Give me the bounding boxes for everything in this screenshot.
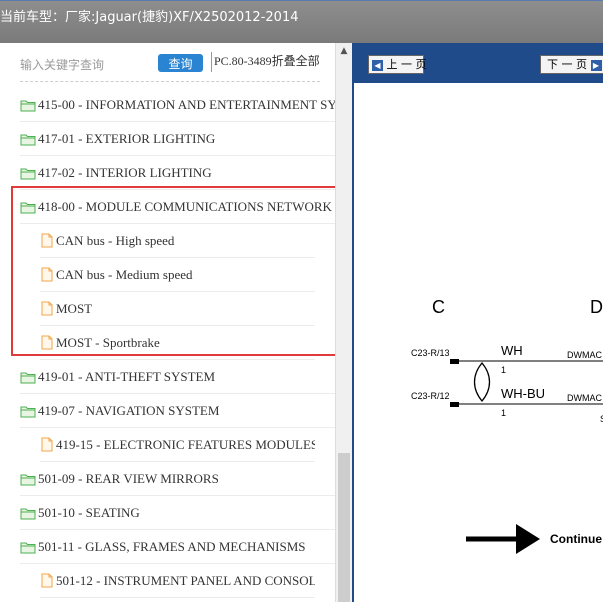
right-arrow-icon: ▶ xyxy=(590,60,602,71)
pc-code-collapse-all[interactable]: PC.80-3489折叠全部 xyxy=(211,52,320,72)
page-icon xyxy=(40,261,54,291)
next-page-label: 下 一 页 xyxy=(547,58,587,71)
page-icon xyxy=(40,295,54,325)
tree-item-label: 417-02 - INTERIOR LIGHTING xyxy=(38,165,212,180)
scroll-thumb[interactable] xyxy=(338,453,350,602)
folder-icon xyxy=(20,159,36,189)
tree-item-label: 501-11 - GLASS, FRAMES AND MECHANISMS xyxy=(38,539,306,554)
title-label: 当前车型： xyxy=(0,10,66,25)
tree-page-item[interactable]: 501-12 - INSTRUMENT PANEL AND CONSOLE xyxy=(40,564,315,598)
wire-2-pin: 1 xyxy=(501,408,506,418)
folder-icon xyxy=(20,499,36,529)
page-icon xyxy=(40,329,54,359)
tree-item-label: CAN bus - High speed xyxy=(56,233,175,248)
connector-2-terminal xyxy=(450,402,459,407)
search-bar: 查询 PC.80-3489折叠全部 xyxy=(0,43,335,83)
column-c-label: C xyxy=(432,297,445,317)
tree-folder-item[interactable]: 415-00 - INFORMATION AND ENTERTAINMENT S… xyxy=(20,88,335,122)
folder-icon xyxy=(20,533,36,563)
folder-icon xyxy=(20,397,36,427)
tree-page-item[interactable]: CAN bus - High speed xyxy=(40,224,315,258)
scroll-up-arrow-icon[interactable]: ▲ xyxy=(340,46,348,56)
twisted-pair-icon xyxy=(473,361,491,403)
tree-page-item[interactable]: 419-15 - ELECTRONIC FEATURES MODULES xyxy=(40,428,315,462)
tree-folder-item[interactable]: 418-00 - MODULE COMMUNICATIONS NETWORK xyxy=(20,190,335,224)
tree-folder-item[interactable]: 417-01 - EXTERIOR LIGHTING xyxy=(20,122,335,156)
viewer-navbar: ◀ 上 一 页 下 一 页 ▶ xyxy=(354,43,603,83)
connector-2-label: C23-R/12 xyxy=(411,391,450,401)
tree-item-label: 415-00 - INFORMATION AND ENTERTAINMENT S… xyxy=(38,97,335,112)
tree-scrollbar[interactable]: ▲ xyxy=(335,43,352,602)
tree-item-label: CAN bus - Medium speed xyxy=(56,267,193,282)
tree-page-item[interactable]: CAN bus - Medium speed xyxy=(40,258,315,292)
wiring-diagram: C D C23-R/13 C23-R/12 WH WH-BU 1 1 DWMAC… xyxy=(411,297,603,554)
search-button[interactable]: 查询 xyxy=(158,54,203,72)
tree-folder-item[interactable]: 419-07 - NAVIGATION SYSTEM xyxy=(20,394,335,428)
tree-item-label: MOST xyxy=(56,301,93,316)
connector-1-terminal xyxy=(450,359,459,364)
tree-item-label: 419-01 - ANTI-THEFT SYSTEM xyxy=(38,369,216,384)
s-label: S xyxy=(600,414,603,424)
search-divider xyxy=(20,81,320,82)
continue-arrow-icon xyxy=(516,524,540,554)
tree-folder-item[interactable]: 501-11 - GLASS, FRAMES AND MECHANISMS xyxy=(20,530,335,564)
continue-label: Continue xyxy=(550,532,602,546)
tree-page-item[interactable]: MOST - Sportbrake xyxy=(40,326,315,360)
page-icon xyxy=(40,227,54,257)
folder-icon xyxy=(20,91,36,121)
tree-item-label: 417-01 - EXTERIOR LIGHTING xyxy=(38,131,216,146)
wire-2-color: WH-BU xyxy=(501,386,545,401)
tree-item-label: 501-09 - REAR VIEW MIRRORS xyxy=(38,471,219,486)
net-2-label: DWMAC xyxy=(567,393,602,403)
tree-item-label: 418-00 - MODULE COMMUNICATIONS NETWORK xyxy=(38,199,332,214)
tree-folder-item[interactable]: 501-10 - SEATING xyxy=(20,496,335,530)
tree-item-label: 419-15 - ELECTRONIC FEATURES MODULES xyxy=(56,437,315,452)
page-icon xyxy=(40,567,54,597)
tree-folder-item[interactable]: 417-02 - INTERIOR LIGHTING xyxy=(20,156,335,190)
title-vehicle: 厂家:Jaguar(捷豹)XF/X2502012-2014 xyxy=(65,10,299,25)
tree-folder-item[interactable]: 501-09 - REAR VIEW MIRRORS xyxy=(20,462,335,496)
tree-item-label: 501-12 - INSTRUMENT PANEL AND CONSOLE xyxy=(56,573,315,588)
search-input[interactable] xyxy=(20,55,150,75)
wire-1-color: WH xyxy=(501,343,523,358)
tree-folder-item[interactable]: 419-01 - ANTI-THEFT SYSTEM xyxy=(20,360,335,394)
left-arrow-icon: ◀ xyxy=(372,60,383,71)
tree-page-item[interactable]: MOST xyxy=(40,292,315,326)
prev-page-label: 上 一 页 xyxy=(386,58,427,71)
column-d-label: D xyxy=(590,297,603,317)
tree-item-label: 419-07 - NAVIGATION SYSTEM xyxy=(38,403,220,418)
wire-1-pin: 1 xyxy=(501,365,506,375)
tree-pane: 查询 PC.80-3489折叠全部 415-00 - INFORMATION A… xyxy=(0,43,352,602)
folder-icon xyxy=(20,125,36,155)
folder-icon xyxy=(20,363,36,393)
tree-item-label: MOST - Sportbrake xyxy=(56,335,160,350)
title-bar: 当前车型：厂家:Jaguar(捷豹)XF/X2502012-2014 xyxy=(0,0,603,43)
prev-page-button[interactable]: ◀ 上 一 页 xyxy=(368,55,427,74)
folder-icon xyxy=(20,465,36,495)
tree-item-label: 501-10 - SEATING xyxy=(38,505,140,520)
folder-icon xyxy=(20,193,36,223)
viewer-pane: ◀ 上 一 页 下 一 页 ▶ C D C23-R/13 C23-R/12 WH… xyxy=(352,43,603,602)
net-1-label: DWMAC xyxy=(567,350,602,360)
connector-1-label: C23-R/13 xyxy=(411,348,450,358)
page-icon xyxy=(40,431,54,461)
next-page-button[interactable]: 下 一 页 ▶ xyxy=(540,55,603,74)
